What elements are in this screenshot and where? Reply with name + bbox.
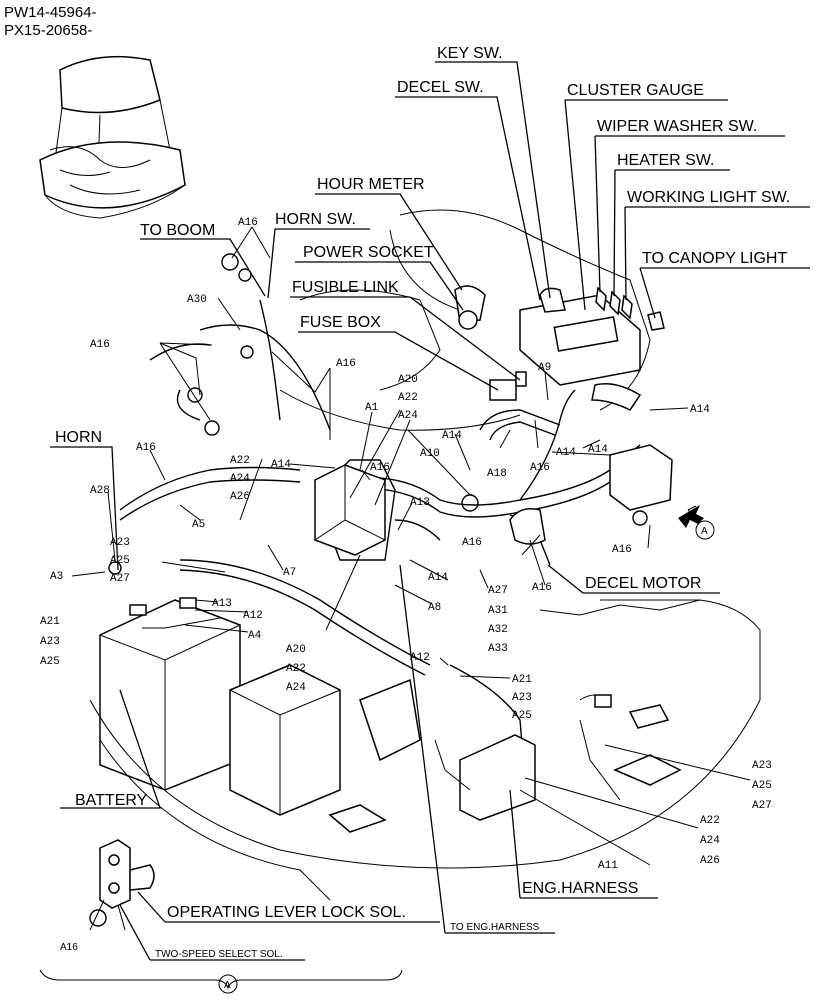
ref-a27: A27 — [752, 800, 772, 812]
ref-a26: A26 — [230, 491, 250, 503]
switch-panel — [454, 285, 665, 411]
ref-a3: A3 — [50, 571, 63, 583]
ref-a21: A21 — [40, 616, 60, 628]
ref-a16: A16 — [532, 582, 552, 594]
ref-a16: A16 — [370, 462, 390, 474]
label-horn-sw: HORN SW. — [275, 211, 356, 228]
battery-block — [99, 597, 241, 791]
label-decel-motor: DECEL MOTOR — [585, 575, 701, 592]
ref-a14: A14 — [690, 404, 710, 416]
ref-a23: A23 — [752, 760, 772, 772]
label-eng-harness: ENG.HARNESS — [522, 880, 638, 897]
ref-a1: A1 — [365, 402, 379, 414]
ref-a26: A26 — [700, 855, 720, 867]
ref-a7: A7 — [283, 567, 296, 579]
fuse-box-block — [314, 371, 527, 556]
ref-a9: A9 — [538, 362, 551, 374]
label-working-light-sw: WORKING LIGHT SW. — [627, 189, 790, 206]
label-horn: HORN — [55, 429, 102, 446]
label-operating-lever-lock-sol: OPERATING LEVER LOCK SOL. — [167, 904, 406, 921]
ref-a14: A14 — [271, 459, 291, 471]
ref-a13: A13 — [212, 598, 232, 610]
ref-a24: A24 — [230, 473, 250, 485]
decel-motor-block — [509, 444, 701, 545]
serial-number-1: PW14-45964- — [4, 4, 97, 21]
ref-a18: A18 — [487, 468, 507, 480]
chassis-frame — [89, 599, 761, 901]
label-battery: BATTERY — [75, 792, 148, 809]
ref-a24: A24 — [398, 410, 418, 422]
label-wiper-washer-sw: WIPER WASHER SW. — [597, 118, 757, 135]
solenoid-view-a — [39, 839, 403, 990]
ref-a16: A16 — [238, 217, 258, 229]
ref-a16: A16 — [90, 339, 110, 351]
ref-a10: A10 — [420, 448, 440, 460]
view-a-arrow — [678, 505, 704, 528]
ref-a20: A20 — [286, 644, 306, 656]
label-to-canopy-light: TO CANOPY LIGHT — [642, 250, 787, 267]
label-key-sw: KEY SW. — [437, 45, 503, 62]
ref-a30: A30 — [187, 294, 207, 306]
view-a-letter-top: A — [701, 526, 708, 537]
ref-a16: A16 — [612, 544, 632, 556]
label-heater-sw: HEATER SW. — [617, 152, 715, 169]
main-harness — [89, 253, 648, 927]
ref-a14: A14 — [428, 572, 448, 584]
ref-a12: A12 — [243, 610, 263, 622]
label-decel-sw: DECEL SW. — [397, 79, 484, 96]
console-outline — [279, 209, 651, 431]
ref-a22: A22 — [230, 455, 250, 467]
label-cluster-gauge: CLUSTER GAUGE — [567, 82, 704, 99]
ref-a24: A24 — [700, 835, 720, 847]
ref-a4: A4 — [248, 630, 262, 642]
ref-a27: A27 — [110, 573, 130, 585]
label-to-eng-harness: TO ENG.HARNESS — [450, 922, 540, 933]
ref-leaders — [71, 226, 751, 866]
ref-a25: A25 — [752, 780, 772, 792]
ref-a25: A25 — [40, 656, 60, 668]
label-two-speed-select-sol: TWO-SPEED SELECT SOL. — [155, 949, 283, 960]
label-power-socket: POWER SOCKET — [303, 244, 434, 261]
ref-a31: A31 — [488, 605, 508, 617]
ref-a23: A23 — [110, 537, 130, 549]
ref-a14: A14 — [588, 444, 608, 456]
ref-a16: A16 — [136, 442, 156, 454]
view-a-letter-bottom: A — [224, 980, 231, 991]
ref-a28: A28 — [90, 485, 110, 497]
label-leaders — [50, 61, 810, 961]
ref-a16: A16 — [336, 358, 356, 370]
ref-a23: A23 — [512, 692, 532, 704]
ref-a12: A12 — [410, 652, 430, 664]
ref-a20: A20 — [398, 374, 418, 386]
ref-a16: A16 — [462, 537, 482, 549]
ref-a22: A22 — [398, 392, 418, 404]
ref-a24: A24 — [286, 682, 306, 694]
ref-a32: A32 — [488, 624, 508, 636]
ref-a22: A22 — [286, 663, 306, 675]
ref-a27: A27 — [488, 585, 508, 597]
ref-a23: A23 — [40, 636, 60, 648]
ref-a14: A14 — [442, 430, 462, 442]
label-fusible-link: FUSIBLE LINK — [292, 279, 399, 296]
ref-a16: A16 — [60, 942, 78, 953]
ref-a13: A13 — [410, 497, 430, 509]
ref-a14: A14 — [556, 447, 576, 459]
ref-a21: A21 — [512, 674, 532, 686]
machine-thumbnail — [39, 55, 186, 219]
ref-a25: A25 — [512, 710, 532, 722]
ref-a33: A33 — [488, 643, 508, 655]
ref-a8: A8 — [428, 602, 441, 614]
label-to-boom: TO BOOM — [140, 222, 215, 239]
label-fuse-box: FUSE BOX — [300, 314, 381, 331]
ref-a16: A16 — [530, 462, 550, 474]
ref-a5: A5 — [192, 519, 205, 531]
ref-a22: A22 — [700, 815, 720, 827]
view-a-marker-top — [695, 520, 715, 540]
serial-number-2: PX15-20658- — [4, 22, 93, 39]
label-hour-meter: HOUR METER — [317, 176, 425, 193]
view-a-marker-bottom — [218, 974, 238, 994]
ref-a11: A11 — [598, 860, 618, 872]
ref-a25: A25 — [110, 555, 130, 567]
